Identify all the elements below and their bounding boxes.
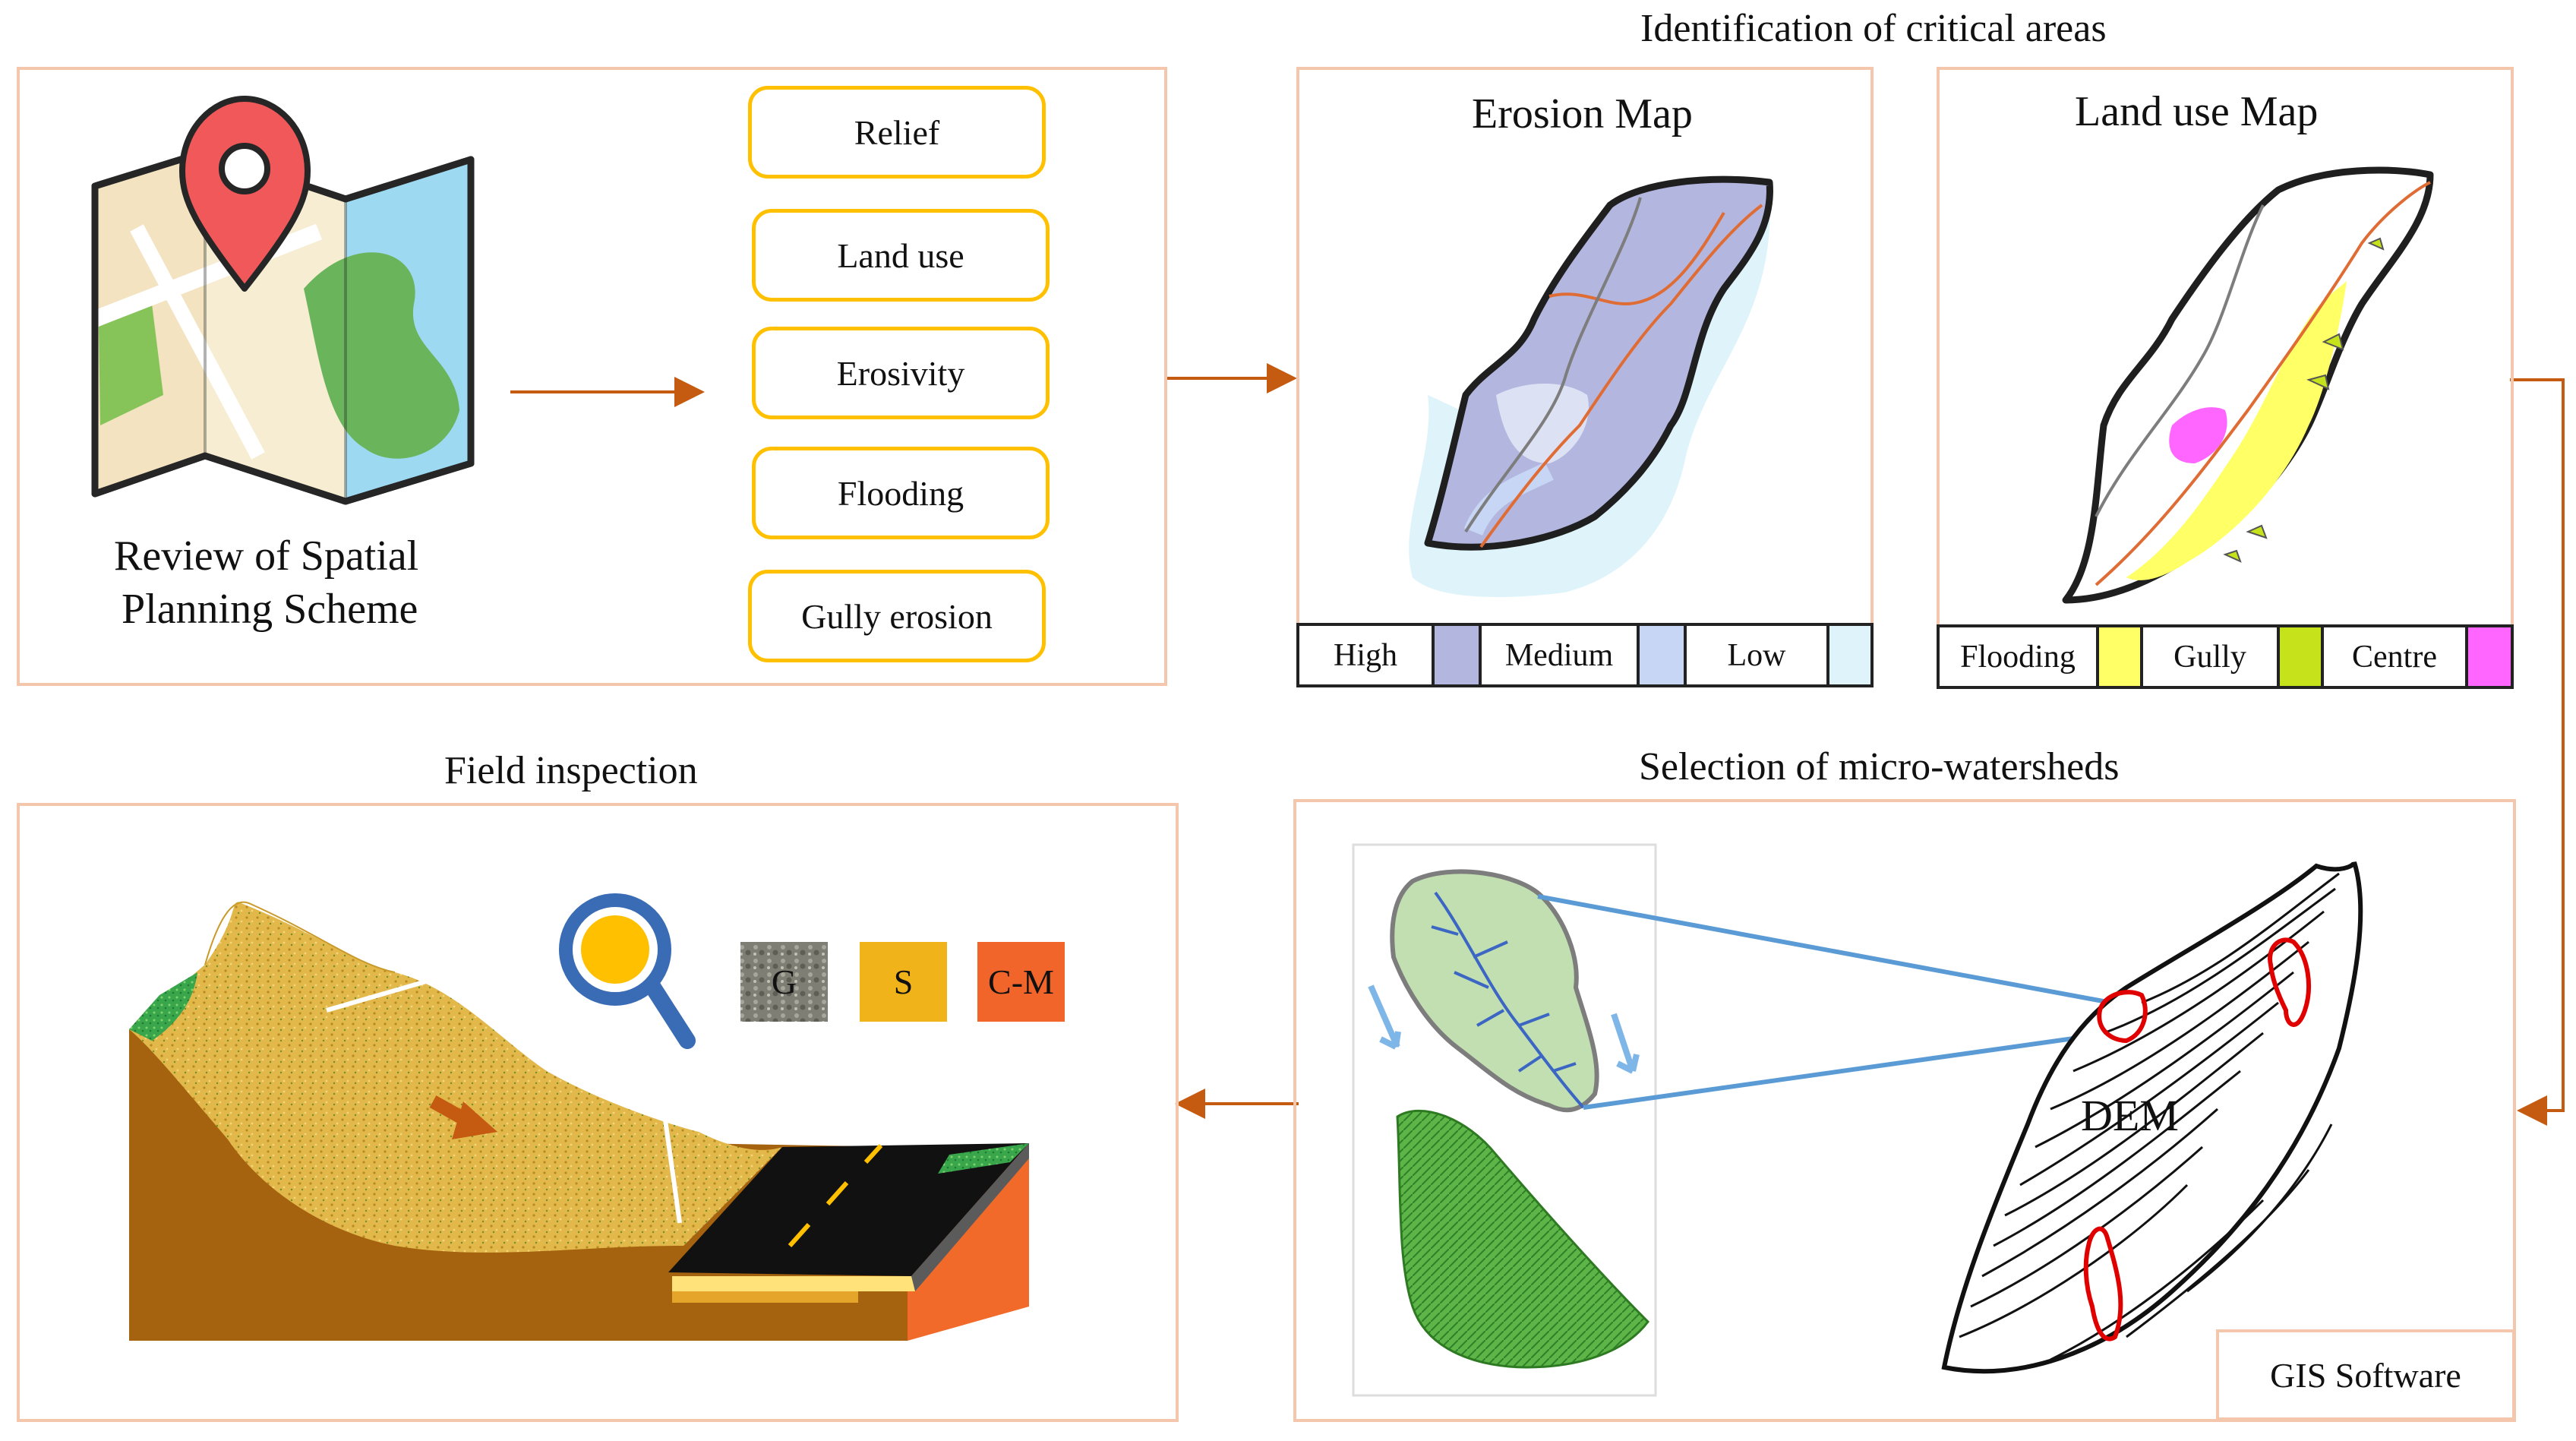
legend-swatch-medium: [1640, 626, 1687, 684]
panel-micro-watersheds: [1293, 799, 2516, 1422]
soil-label-clay-mud: C-M: [988, 962, 1054, 1001]
legend-label-gully: Gully: [2143, 627, 2280, 686]
landscape-graphic: [129, 893, 1029, 1341]
review-title-line2: Planning Scheme: [122, 586, 418, 633]
gis-software-box: GIS Software: [2216, 1329, 2515, 1420]
legend-swatch-gully: [2280, 627, 2324, 686]
panel-erosion-map: [1296, 67, 1874, 686]
erosion-map-title: Erosion Map: [1472, 90, 1693, 137]
magnifier-icon: [326, 893, 696, 1224]
soil-label-sand: S: [893, 962, 914, 1001]
legend-swatch-flooding: [2099, 627, 2143, 686]
landuse-map-graphic: [2062, 166, 2434, 604]
legend-label-medium: Medium: [1482, 626, 1640, 684]
legend-swatch-centre: [2468, 627, 2511, 686]
panel-field-inspection: [17, 803, 1179, 1422]
panel-spatial-review: [17, 67, 1167, 686]
watersheds-heading: Selection of micro-watersheds: [1639, 745, 2120, 788]
soil-swatches: [740, 942, 1065, 1022]
legend-swatch-high: [1435, 626, 1482, 684]
flow-arrows: [510, 363, 2565, 1126]
legend-label-centre: Centre: [2324, 627, 2468, 686]
legend-label-high: High: [1299, 626, 1435, 684]
factor-erosivity: Erosivity: [752, 327, 1050, 419]
dem-label: DEM: [2081, 1091, 2179, 1140]
watershed-graphics: [1352, 843, 2112, 1397]
legend-label-low: Low: [1687, 626, 1829, 684]
legend-swatch-low: [1829, 626, 1870, 684]
landuse-legend: Flooding Gully Centre: [1937, 624, 2514, 689]
soil-label-gravel: G: [771, 962, 797, 1001]
legend-label-flooding: Flooding: [1940, 627, 2099, 686]
review-title-line1: Review of Spatial: [114, 532, 419, 580]
erosion-map-graphic: [1409, 175, 1773, 597]
factor-relief: Relief: [748, 86, 1046, 179]
critical-areas-heading: Identification of critical areas: [1640, 7, 2107, 50]
map-pin-icon: [91, 96, 475, 505]
field-inspection-heading: Field inspection: [444, 749, 698, 792]
panel-landuse-map: [1937, 67, 2514, 686]
factor-gully-erosion: Gully erosion: [748, 570, 1046, 662]
factor-flooding: Flooding: [752, 447, 1050, 539]
gis-software-label: GIS Software: [2270, 1355, 2461, 1395]
erosion-legend: High Medium Low: [1296, 623, 1874, 687]
dem-graphic: [1941, 861, 2363, 1374]
factor-land-use: Land use: [752, 209, 1050, 302]
landuse-map-title: Land use Map: [2075, 88, 2319, 135]
